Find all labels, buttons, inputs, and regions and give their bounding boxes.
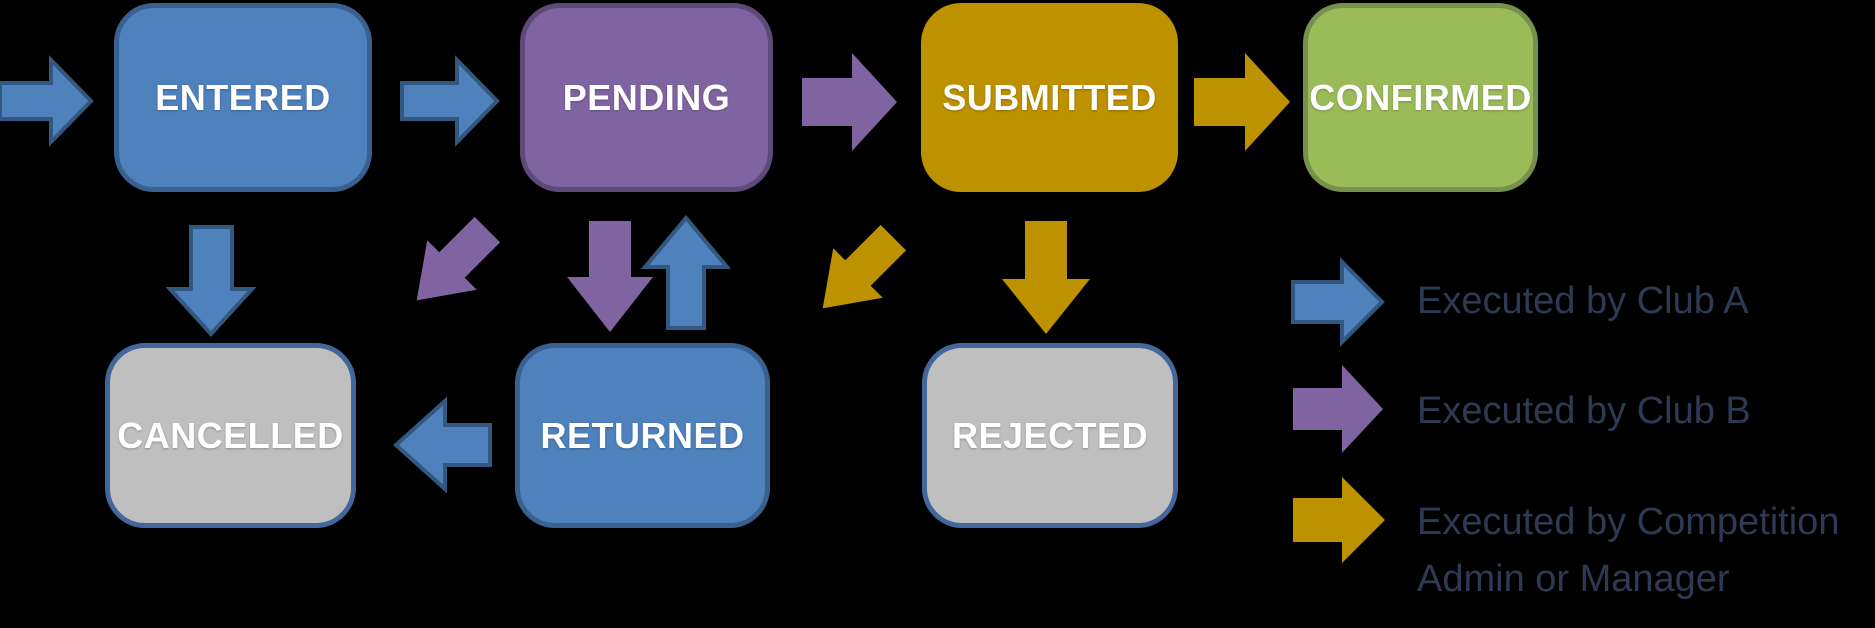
arrow-entered-to-cancelled-icon xyxy=(165,225,257,337)
state-label-confirmed: CONFIRMED xyxy=(1309,76,1532,118)
state-box-returned: RETURNED xyxy=(515,343,770,528)
state-box-submitted: SUBMITTED xyxy=(921,3,1178,192)
state-box-entered: ENTERED xyxy=(114,3,372,192)
state-label-returned: RETURNED xyxy=(540,414,745,456)
legend-label-admin: Executed by Competition Admin or Manager xyxy=(1417,501,1840,600)
state-label-rejected: REJECTED xyxy=(951,414,1149,456)
legend-arrow-club-b-icon xyxy=(1293,365,1383,453)
state-label-submitted: SUBMITTED xyxy=(942,76,1157,118)
legend-arrow-club-a-icon xyxy=(1291,257,1385,347)
state-box-rejected: REJECTED xyxy=(922,343,1178,528)
arrow-pending-to-submitted-icon xyxy=(802,53,897,151)
arrow-pending-to-cancelled-icon xyxy=(416,216,501,301)
state-box-cancelled: CANCELLED xyxy=(105,343,356,528)
state-label-entered: ENTERED xyxy=(155,76,331,118)
arrow-submitted-to-returned-icon xyxy=(822,224,907,309)
arrow-submitted-to-confirmed-icon xyxy=(1194,53,1290,151)
arrow-start-to-entered-icon xyxy=(0,55,94,147)
arrow-entered-to-pending-icon xyxy=(400,55,500,147)
legend-label-club-b: Executed by Club B xyxy=(1417,390,1751,432)
state-label-pending: PENDING xyxy=(562,76,731,118)
arrow-returned-to-cancelled-icon xyxy=(393,396,492,494)
arrow-submitted-to-rejected-icon xyxy=(1002,221,1090,334)
state-box-confirmed: CONFIRMED xyxy=(1303,3,1538,192)
legend-arrow-admin-icon xyxy=(1293,477,1385,563)
state-box-pending: PENDING xyxy=(520,3,773,192)
legend-label-club-a: Executed by Club A xyxy=(1417,280,1749,322)
state-label-cancelled: CANCELLED xyxy=(117,414,344,456)
arrow-pending-to-returned-icon xyxy=(567,221,653,332)
arrow-returned-to-pending-icon xyxy=(640,214,732,330)
